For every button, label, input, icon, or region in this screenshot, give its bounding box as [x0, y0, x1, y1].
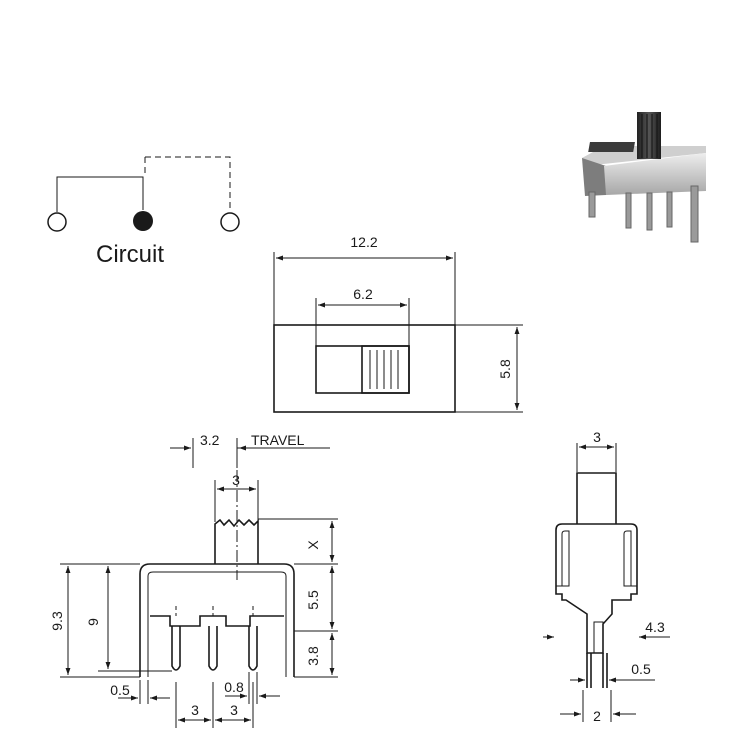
top-view: 12.2 6.2 5.8	[273, 234, 523, 413]
side-actuator-width-dimension: 3	[593, 429, 601, 445]
side-body-outline	[555, 523, 638, 654]
front-view: 3.2 TRAVEL 3 X 5.5 3.8	[49, 432, 338, 728]
pitch-2-dimension: 3	[230, 702, 238, 718]
side-actuator	[576, 472, 617, 524]
circuit-symbol: Circuit	[47, 156, 240, 268]
pitch-1-dimension: 3	[191, 702, 199, 718]
travel-label: TRAVEL	[251, 432, 305, 448]
height-9-dimension: 9	[85, 618, 101, 626]
top-view-height-dimension: 5.8	[497, 359, 513, 379]
top-view-body-outline	[273, 324, 456, 413]
terminal-open-right-icon	[220, 212, 240, 232]
terminal-common-icon	[133, 211, 153, 231]
travel-dimension: 3.2	[200, 432, 220, 448]
pin-thickness-dimension: 0.5	[110, 682, 130, 698]
side-pin-spacing-dimension: 2	[593, 708, 601, 724]
top-view-actuator	[361, 345, 410, 394]
actuator-height-dimension: X	[305, 540, 321, 550]
switch-product-image	[582, 112, 706, 243]
body-height-dimension: 5.5	[305, 590, 321, 610]
front-actuator	[214, 518, 259, 564]
pin-width-dimension: 0.8	[224, 679, 244, 695]
side-view: 3 4.3 0.5 2	[543, 429, 670, 724]
front-pin-right	[248, 626, 258, 671]
side-leg-span-dimension: 4.3	[645, 619, 665, 635]
circuit-label: Circuit	[96, 241, 164, 268]
side-pin-thickness-dimension: 0.5	[631, 661, 651, 677]
front-actuator-width-dimension: 3	[232, 472, 240, 488]
front-body-outline	[139, 563, 295, 677]
front-pin-middle	[208, 626, 218, 671]
terminal-open-left-icon	[47, 212, 67, 232]
pin-length-dimension: 3.8	[305, 646, 321, 666]
overall-height-dimension: 9.3	[49, 611, 65, 631]
top-view-slider-width-dimension: 6.2	[353, 286, 373, 302]
top-view-width-dimension: 12.2	[350, 234, 377, 250]
front-pin-left	[171, 626, 181, 671]
